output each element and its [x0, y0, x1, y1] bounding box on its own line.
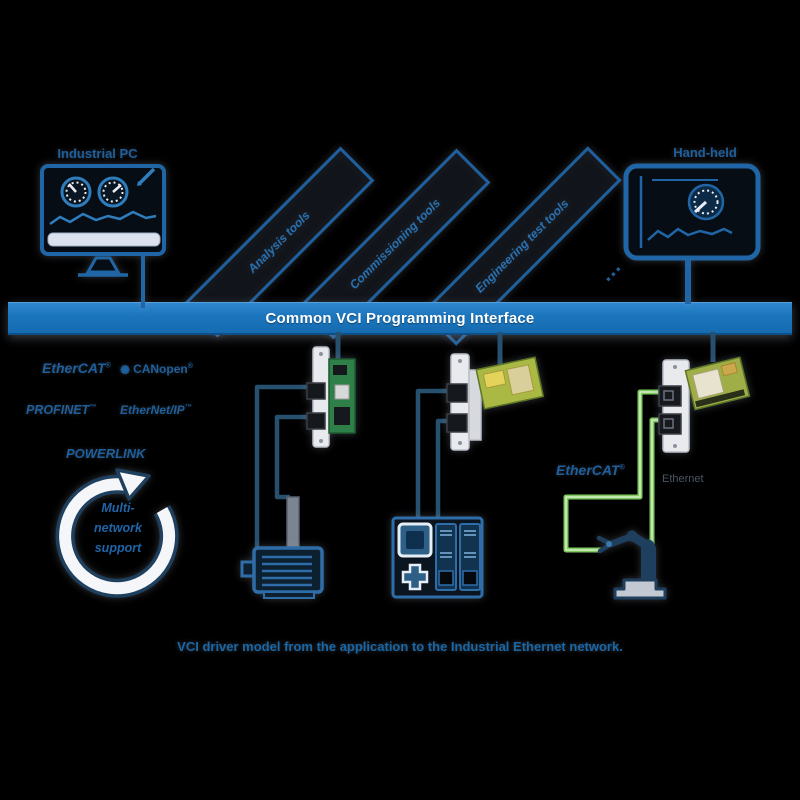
gauge-needle	[112, 184, 122, 193]
motor-icon	[240, 546, 324, 599]
ethernet-network-label: Ethernet	[662, 473, 704, 485]
cycle-arrow-icon	[55, 468, 179, 598]
mezzanine-board	[684, 356, 751, 411]
mezzanine-board	[475, 356, 545, 410]
trademark-mark: ™	[184, 404, 192, 411]
arrow-head	[115, 468, 151, 501]
protocol-logo-profinet: PROFINET™	[26, 403, 96, 417]
chip	[506, 364, 535, 396]
ethernet-interface-card-icon	[658, 356, 751, 453]
plus-button	[401, 563, 429, 591]
canopen-gear-icon: ✺	[120, 363, 131, 377]
screw	[458, 441, 462, 445]
chip	[482, 369, 507, 389]
robot-wrist-joint	[606, 541, 612, 547]
chip	[334, 407, 350, 425]
card-frame	[468, 369, 482, 441]
protocol-logo-canopen: ✺CANopen®	[120, 362, 193, 377]
ring	[59, 478, 176, 595]
gauge-ticks	[102, 181, 124, 203]
gauge-ticks	[693, 189, 719, 215]
robot-column	[641, 545, 656, 581]
industrial-pc-icon	[40, 164, 166, 308]
rj45-port	[446, 413, 468, 433]
cycle-line: support	[94, 541, 142, 555]
waveform	[647, 227, 733, 241]
screw	[319, 439, 323, 443]
common-vci-interface-bar: Common VCI Programming Interface	[8, 302, 792, 335]
edge-connector	[695, 389, 746, 408]
trademark-mark: ®	[187, 363, 193, 370]
waveform	[49, 210, 157, 226]
rj45-port	[446, 383, 468, 403]
pen-nib	[137, 181, 142, 186]
handheld-icon	[623, 163, 761, 304]
protocol-logo-powerlink: POWERLINK	[66, 446, 145, 461]
cable	[415, 388, 452, 520]
robot-forearm	[607, 532, 636, 548]
pci-interface-card-icon	[446, 353, 545, 451]
protocol-name: CANopen	[133, 362, 188, 376]
robot-base	[613, 578, 667, 600]
gauge-needle	[68, 183, 77, 193]
module-slot	[438, 570, 454, 586]
trademark-mark: ®	[619, 464, 625, 472]
monitor-stand	[85, 256, 121, 274]
trademark-mark: ™	[89, 403, 97, 411]
robot-arm-icon	[596, 530, 667, 600]
ethernet-port	[658, 413, 682, 435]
green-cable-core	[565, 391, 663, 551]
chip	[692, 368, 725, 400]
ethercat-network-logo: EtherCAT®	[556, 462, 625, 478]
module-slot	[462, 570, 478, 586]
screw	[319, 352, 323, 356]
diagram-caption: VCI driver model from the application to…	[177, 639, 623, 654]
interface-bar-label: Common VCI Programming Interface	[265, 309, 535, 327]
handheld-pole	[685, 256, 691, 304]
screw	[673, 365, 677, 369]
chip	[333, 365, 347, 375]
port-socket	[663, 390, 674, 401]
screw	[673, 444, 677, 448]
control-cabinet-icon	[391, 516, 484, 599]
cycle-line: network	[94, 521, 142, 535]
ethernet-port	[658, 385, 682, 407]
cycle-line: Multi-	[101, 501, 135, 515]
screw	[458, 359, 462, 363]
protocol-name: POWERLINK	[66, 446, 146, 461]
handheld-label: Hand-held	[673, 145, 737, 160]
monitor-bezel-bar	[47, 232, 161, 247]
protocol-name: EtherCAT	[42, 360, 106, 376]
chip	[334, 384, 350, 400]
pen-icon	[137, 167, 156, 186]
cable	[274, 414, 312, 500]
protocol-name: PROFINET	[26, 403, 90, 417]
port-socket	[663, 418, 674, 429]
gauge-needle	[693, 200, 708, 214]
protocol-name: EtherCAT	[556, 462, 620, 478]
rj45-port	[306, 382, 326, 400]
rj45-port	[306, 412, 326, 430]
multi-network-support-text: Multi- network support	[78, 498, 158, 558]
gauge-ticks	[65, 181, 87, 203]
protocol-name: EtherNet/IP	[120, 403, 185, 417]
trademark-mark: ®	[105, 362, 111, 370]
pci-interface-card-icon	[306, 346, 356, 448]
chip	[720, 362, 738, 377]
industrial-pc-label: Industrial PC	[57, 146, 138, 161]
hmi-screen-inner	[406, 531, 424, 549]
protocol-logo-ethernet-ip: EtherNet/IP™	[120, 403, 192, 417]
motor-base	[263, 591, 315, 599]
protocol-logo-ethercat: EtherCAT®	[42, 360, 111, 376]
